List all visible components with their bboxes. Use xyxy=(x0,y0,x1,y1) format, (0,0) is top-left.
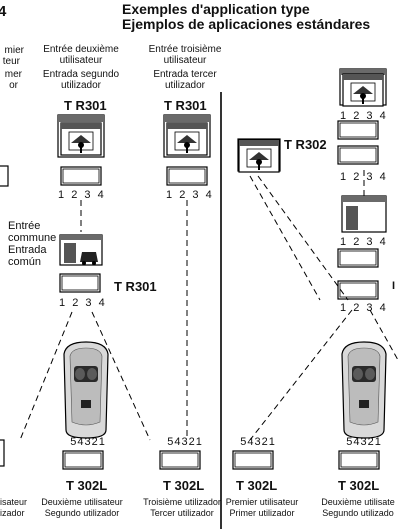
tx-dip-labels-third: 54321 xyxy=(167,436,203,448)
right-fragment: I xyxy=(391,280,396,292)
receiver-second-user xyxy=(57,114,105,186)
dip-labels-second: 1 2 3 4 xyxy=(58,189,106,201)
common-entry-line4: común xyxy=(8,256,42,268)
first-user-label-line2: teur xyxy=(2,56,20,67)
receiver-model-label-third: T R301 xyxy=(164,98,207,113)
third-user-label-line4: utilizador xyxy=(164,80,206,91)
right-tx-dip-labels-first: 54321 xyxy=(240,436,276,448)
second-user-label-line4: utilizador xyxy=(60,80,102,91)
right-receiver-top xyxy=(339,68,387,107)
transmitter-second-user xyxy=(63,341,109,439)
page-number: 4 xyxy=(0,3,7,20)
receiver-r302 xyxy=(237,138,281,173)
caption-second-line1: Deuxième utilisateur xyxy=(41,497,123,507)
right-tx-model-label-first: T 302L xyxy=(236,478,278,493)
title-spanish: Ejemplos de aplicaciones estándares xyxy=(122,16,371,32)
caption-first-partial-line1: isateur xyxy=(0,497,28,507)
caption-second-line2: Segundo utilizador xyxy=(44,508,120,518)
third-user-label-line3: Entrada tercer xyxy=(153,69,217,80)
title-french: Exemples d'application type xyxy=(122,1,310,17)
first-user-label-line4: or xyxy=(9,80,18,91)
right-tx-model-label-second: T 302L xyxy=(338,478,380,493)
tx-dip-labels-second: 54321 xyxy=(70,436,106,448)
receiver-model-label-common: T R301 xyxy=(114,279,157,294)
right-dip-labels-top: 1 2 3 4 xyxy=(340,110,388,122)
tx-model-label-second: T 302L xyxy=(66,478,108,493)
receiver-third-user xyxy=(163,114,211,186)
first-user-label-line3: mer xyxy=(4,69,22,80)
receiver-common-entry xyxy=(59,234,103,293)
right-receiver-mid xyxy=(341,195,387,233)
right-dip-labels-lower1: 1 2 3 4 xyxy=(340,236,388,248)
third-user-label-line1: Entrée troisième xyxy=(148,44,222,55)
caption-third-line2: Tercer utilizador xyxy=(150,508,214,518)
partial-dip-first xyxy=(0,165,9,187)
first-user-label-line1: mier xyxy=(4,45,24,56)
receiver-model-label-r302: T R302 xyxy=(284,137,327,152)
caption-third-line1: Troisième utilizador xyxy=(143,497,221,507)
common-entry-line3: Entrada xyxy=(8,244,47,256)
dip-labels-common: 1 2 3 4 xyxy=(59,297,107,309)
common-entry-line2: commune xyxy=(8,232,57,244)
third-user-label-line2: utilisateur xyxy=(163,55,207,66)
common-entry-line1: Entrée xyxy=(8,220,41,232)
right-tx-dip-labels-second: 54321 xyxy=(346,436,382,448)
right-caption-second-line2: Segundo utilizado xyxy=(322,508,394,518)
caption-first-partial-line2: izador xyxy=(0,508,25,518)
right-caption-second-line1: Deuxième utilisate xyxy=(321,497,395,507)
dip-labels-third: 1 2 3 4 xyxy=(166,189,214,201)
right-caption-first-line2: Primer utilizador xyxy=(229,508,295,518)
right-dip-labels-lower2: 1 2 3 4 xyxy=(340,302,388,314)
second-user-label-line3: Entrada segundo xyxy=(42,69,120,80)
second-user-label-line1: Entrée deuxième xyxy=(43,44,119,55)
right-caption-first-line1: Premier utilisateur xyxy=(225,497,299,507)
second-user-label-line2: utilisateur xyxy=(59,55,103,66)
right-dip-labels-mid: 1 2 3 4 xyxy=(340,171,388,183)
tx-model-label-third: T 302L xyxy=(163,478,205,493)
right-transmitter-second xyxy=(341,341,387,439)
receiver-model-label-second: T R301 xyxy=(64,98,107,113)
